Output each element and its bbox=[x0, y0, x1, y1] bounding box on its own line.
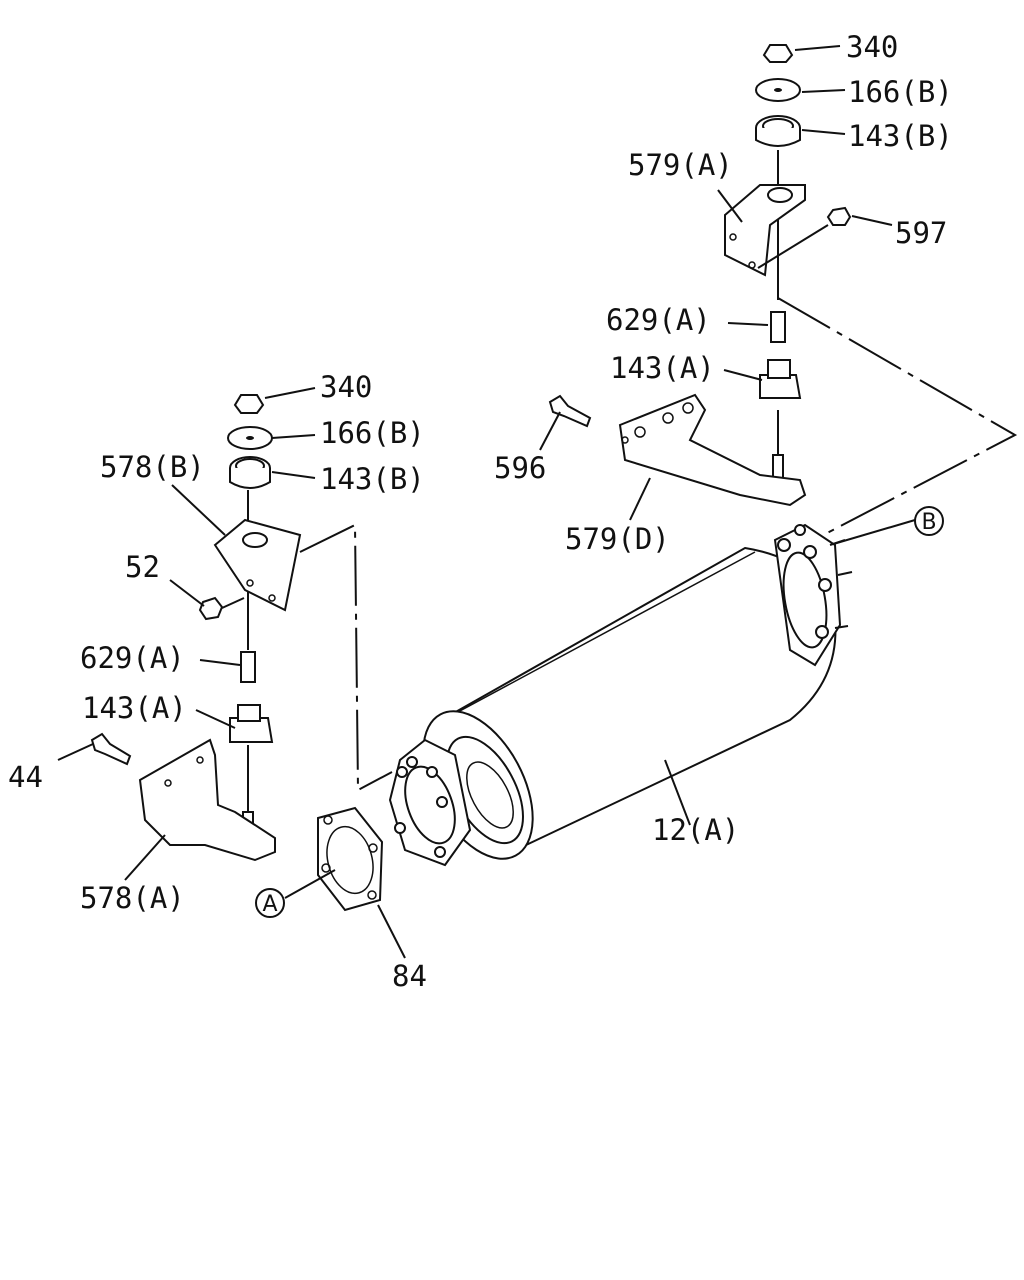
label-166b-top: 166(B) bbox=[848, 75, 953, 109]
label-84: 84 bbox=[392, 959, 427, 993]
ref-marker-b: B bbox=[914, 506, 944, 536]
right-mount-stack bbox=[548, 44, 852, 507]
leader-lines bbox=[57, 45, 893, 959]
ref-marker-a-label: A bbox=[262, 892, 277, 917]
label-578b: 578(B) bbox=[100, 450, 205, 484]
label-578a: 578(A) bbox=[80, 881, 185, 915]
label-579a: 579(A) bbox=[628, 148, 733, 182]
label-12a: 12(A) bbox=[652, 813, 739, 847]
label-143b-left: 143(B) bbox=[320, 462, 425, 496]
label-52: 52 bbox=[125, 550, 160, 584]
label-143a-left: 143(A) bbox=[82, 691, 187, 725]
gasket-84 bbox=[317, 806, 384, 912]
label-166b-left: 166(B) bbox=[320, 416, 425, 450]
label-629a-right: 629(A) bbox=[606, 303, 711, 337]
label-629a-left: 629(A) bbox=[80, 641, 185, 675]
ref-marker-b-label: B bbox=[921, 510, 936, 535]
label-579d: 579(D) bbox=[565, 522, 670, 556]
label-143b-top: 143(B) bbox=[848, 119, 953, 153]
left-mount-stack bbox=[90, 394, 302, 862]
label-44: 44 bbox=[8, 760, 43, 794]
label-340-top: 340 bbox=[846, 30, 898, 64]
muffler-12a bbox=[388, 523, 853, 867]
label-596: 596 bbox=[494, 451, 546, 485]
part-labels: 340 166(B) 143(B) 579(A) 597 629(A) 143(… bbox=[8, 30, 953, 993]
label-340-left: 340 bbox=[320, 370, 372, 404]
label-143a-right: 143(A) bbox=[610, 351, 715, 385]
label-597: 597 bbox=[895, 216, 947, 250]
ref-marker-a: A bbox=[255, 888, 285, 918]
